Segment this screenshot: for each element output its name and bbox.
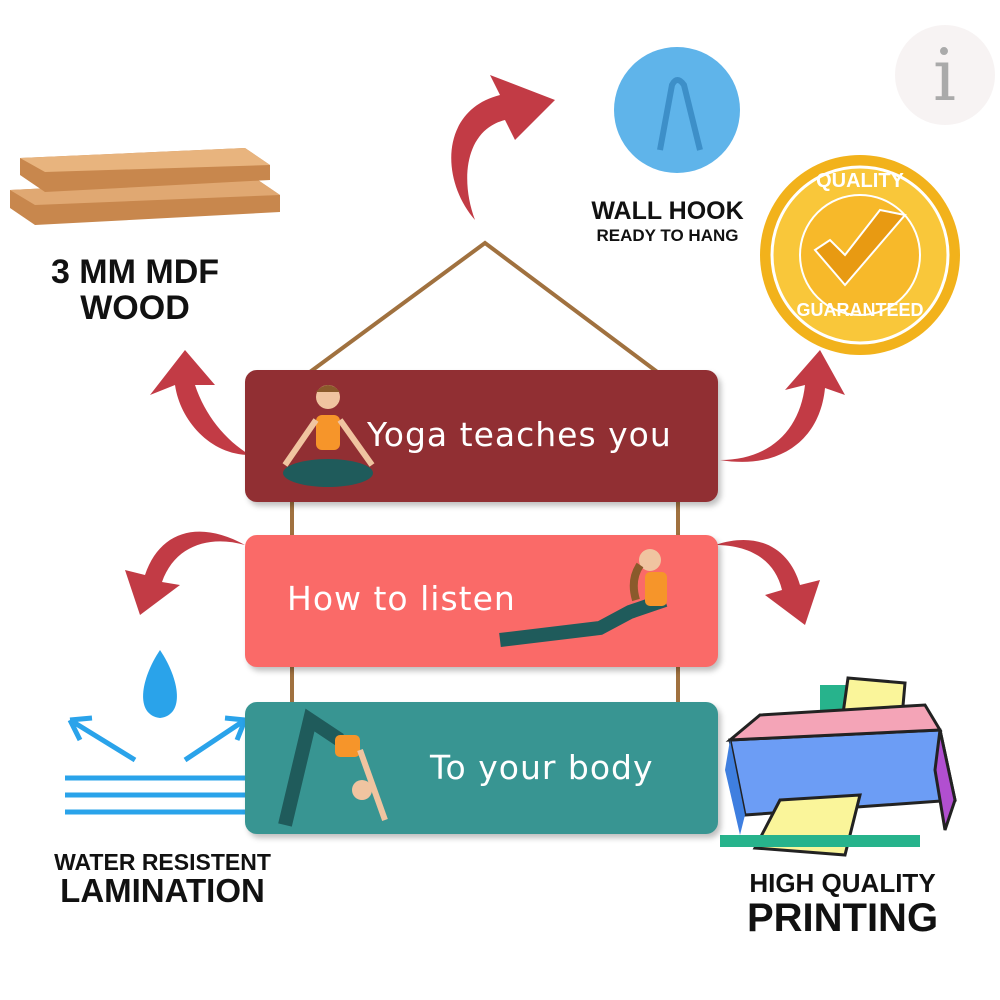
hook-title: WALL HOOK [591, 197, 744, 225]
wood-planks-icon [10, 148, 280, 225]
water-label-line2: LAMINATION [60, 872, 265, 910]
arrow-to-wood [150, 350, 250, 455]
wall-hook-icon [614, 47, 740, 173]
meditating-figure-icon [282, 385, 375, 487]
board-1-text: Yoga teaches you [367, 415, 672, 454]
board-3-text: To your body [430, 748, 654, 787]
water-resistant-icon [65, 650, 248, 815]
hook-subtitle: READY TO HANG [596, 226, 739, 246]
cobra-pose-figure-icon [499, 549, 668, 647]
printing-label-line2: PRINTING [746, 896, 939, 941]
water-label-line1: WATER RESISTENT [54, 849, 271, 875]
printer-icon [720, 676, 957, 857]
arrow-to-printing [715, 539, 820, 625]
downward-dog-figure-icon [278, 708, 388, 827]
arrow-to-hook [451, 75, 555, 220]
arrows [125, 75, 845, 625]
printing-label: HIGH QUALITY PRINTING [720, 868, 965, 941]
wood-label-line2: WOOD [80, 288, 190, 327]
printing-label-line1: HIGH QUALITY [749, 868, 936, 898]
hook-label: WALL HOOK READY TO HANG [570, 198, 765, 245]
water-label: WATER RESISTENT LAMINATION [25, 850, 300, 909]
wood-label-line1: 3 MM MDF [50, 253, 220, 291]
quality-badge-icon [760, 155, 960, 355]
badge-text-top: QUALITY [816, 170, 904, 192]
hanging-rope [290, 240, 680, 712]
brand-logo: i [895, 25, 995, 125]
wood-label: 3 MM MDF WOOD [20, 253, 250, 327]
arrow-to-quality [720, 350, 845, 462]
arrow-to-water [125, 531, 245, 615]
sign-board-2: How to listen [245, 535, 718, 667]
board-2-text: How to listen [287, 579, 516, 618]
logo-letter: i [933, 33, 957, 117]
badge-text-bottom: GUARANTEED [796, 300, 924, 320]
